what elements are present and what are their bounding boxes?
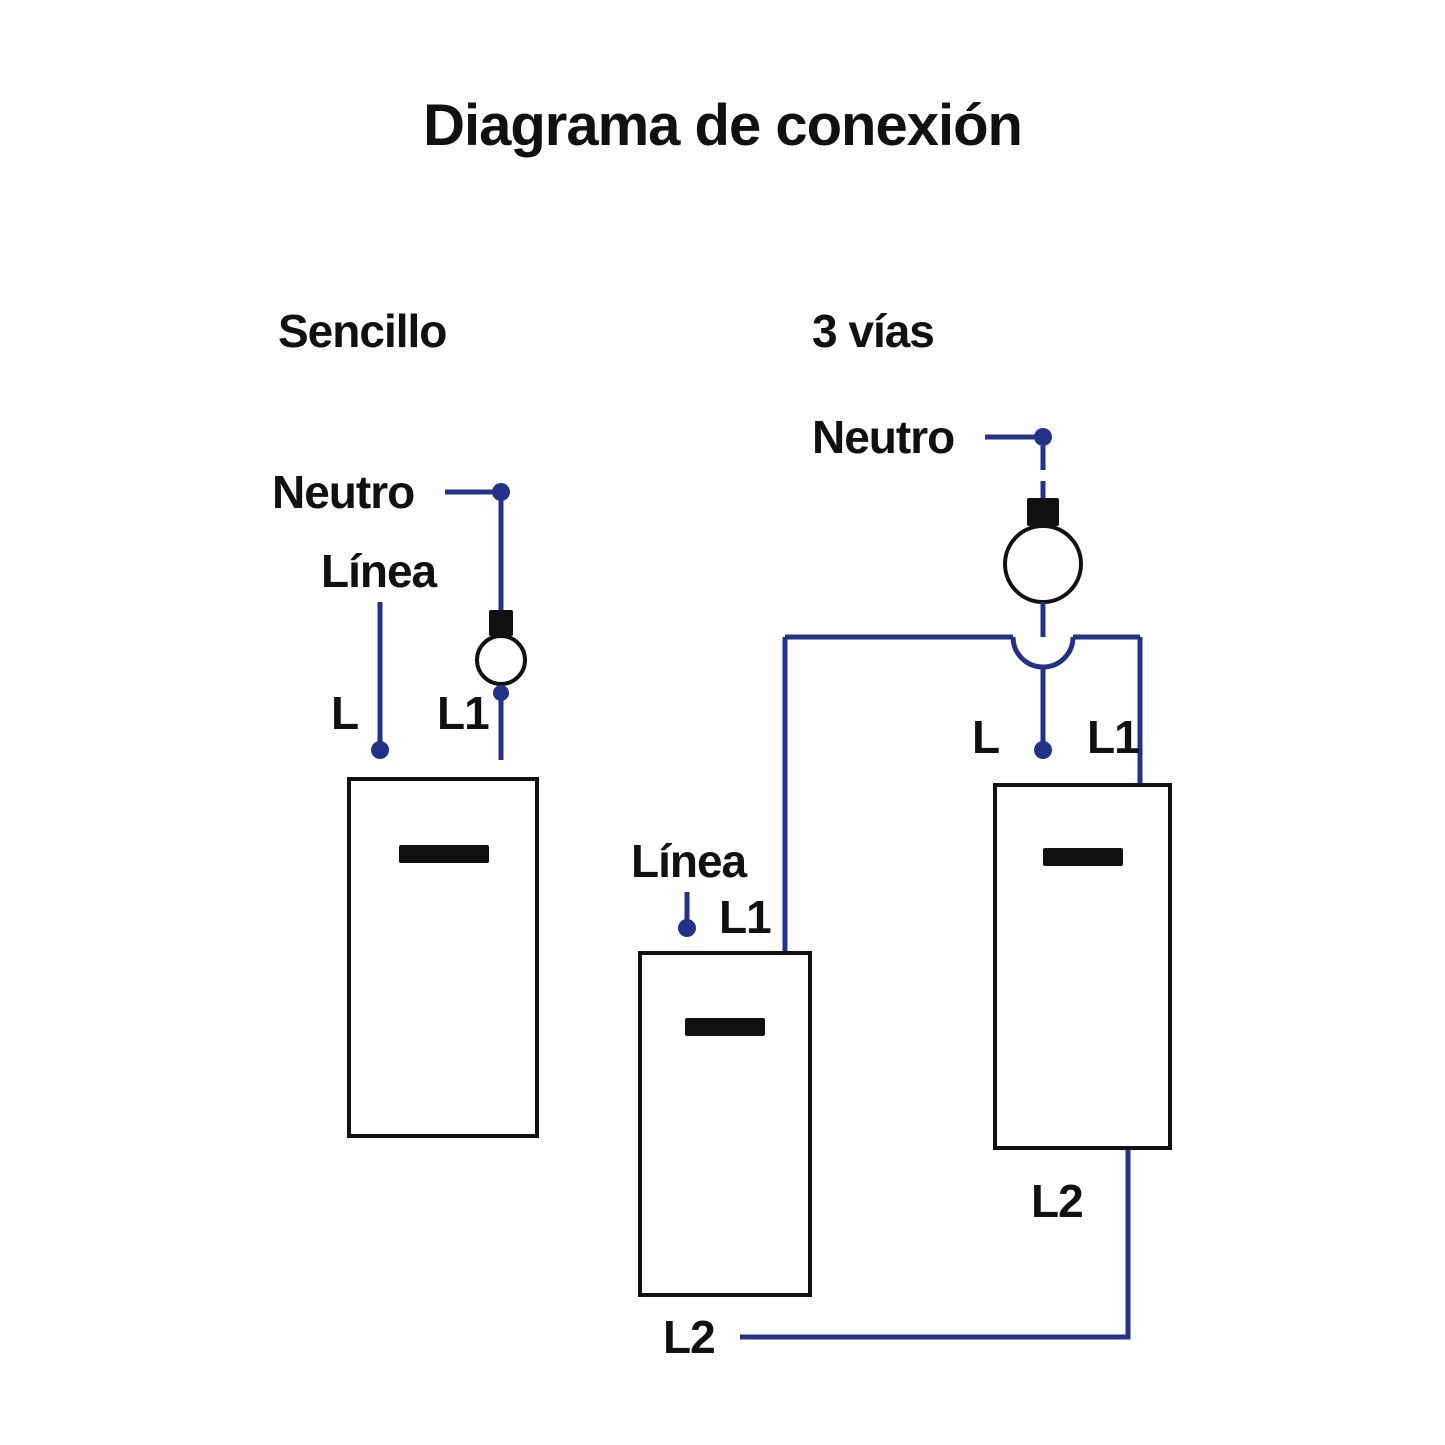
linea-terminal-dot-3way bbox=[678, 919, 696, 937]
single-switch-rocker bbox=[399, 845, 489, 863]
three-way-switch-2-rocker bbox=[1043, 848, 1123, 866]
three-way-circuit bbox=[638, 428, 1172, 1340]
crossover-arc bbox=[1010, 636, 1076, 670]
sencillo-heading: Sencillo bbox=[278, 305, 447, 357]
switch1-terminal-l2-label: L2 bbox=[663, 1311, 716, 1363]
tres-vias-heading: 3 vías bbox=[812, 305, 935, 357]
sencillo-neutro-label: Neutro bbox=[272, 466, 415, 518]
single-switch-body bbox=[347, 777, 539, 1138]
switch1-terminal-l1-label: L1 bbox=[719, 891, 772, 943]
sencillo-terminal-l-label: L bbox=[331, 687, 359, 739]
light-bulb-icon-3way bbox=[1003, 498, 1083, 604]
bulb-glass bbox=[1003, 524, 1083, 604]
single-switch-circuit bbox=[347, 483, 539, 1138]
switch2-terminal-l2-label: L2 bbox=[1031, 1175, 1084, 1227]
three-way-switch-1-body bbox=[638, 951, 812, 1297]
bulb-glass bbox=[475, 634, 527, 686]
switch2-l-terminal-dot bbox=[1034, 741, 1052, 759]
neutro-junction-dot-3way bbox=[1034, 428, 1052, 446]
l2-traveler-wire bbox=[740, 1150, 1131, 1340]
three-way-switch-2-body bbox=[993, 783, 1172, 1150]
bulb-cap bbox=[489, 610, 513, 636]
bulb-cap bbox=[1027, 498, 1059, 526]
light-bulb-icon-single bbox=[475, 610, 527, 686]
switch2-terminal-l-label: L bbox=[972, 711, 1000, 763]
sencillo-terminal-l1-label: L1 bbox=[437, 687, 490, 739]
tres-vias-linea-label: Línea bbox=[631, 835, 747, 887]
diagram-title: Diagrama de conexión bbox=[423, 93, 1023, 158]
switch2-terminal-l1-label: L1 bbox=[1087, 711, 1140, 763]
three-way-switch-1-rocker bbox=[685, 1018, 765, 1036]
linea-terminal-dot-single bbox=[371, 741, 389, 759]
tres-vias-neutro-label: Neutro bbox=[812, 411, 955, 463]
sencillo-linea-label: Línea bbox=[321, 545, 437, 597]
